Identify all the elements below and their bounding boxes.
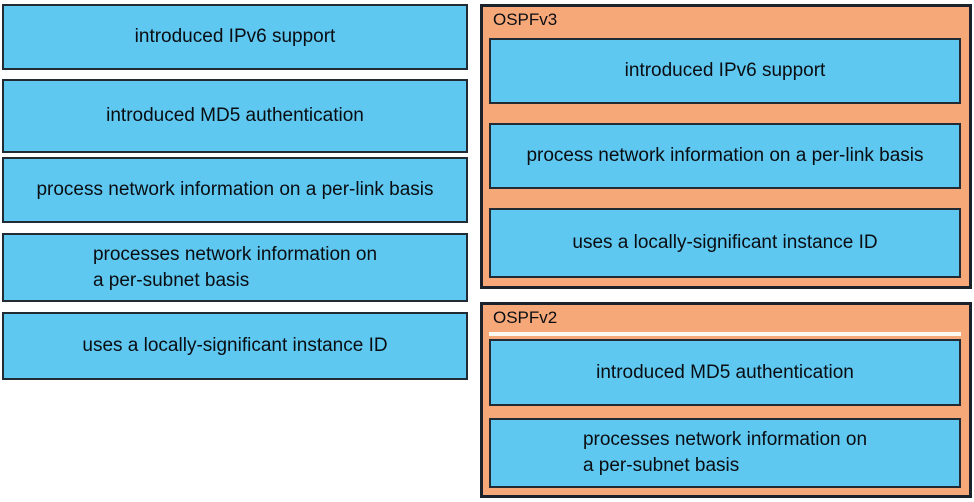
option-tile-per-subnet-basis[interactable]: processes network information on a per-s… — [2, 233, 468, 302]
option-tile-label: processes network information on a per-s… — [92, 243, 378, 291]
category-panel-ospfv3[interactable]: OSPFv3 introduced IPv6 support process n… — [480, 4, 972, 289]
placed-tile-per-subnet-basis[interactable]: processes network information on a per-s… — [489, 418, 961, 488]
option-tile-label: process network information on a per-lin… — [36, 179, 434, 200]
category-title-ospfv3: OSPFv3 — [493, 10, 558, 29]
option-tile-label: introduced IPv6 support — [134, 26, 336, 47]
placed-tile-md5-authentication[interactable]: introduced MD5 authentication — [489, 339, 961, 406]
option-tile-md5-authentication[interactable]: introduced MD5 authentication — [2, 79, 468, 153]
option-tile-ipv6-support[interactable]: introduced IPv6 support — [2, 4, 468, 70]
option-tile-instance-id[interactable]: uses a locally-significant instance ID — [2, 312, 468, 380]
option-tile-label: introduced MD5 authentication — [106, 105, 364, 126]
placed-tile-label: uses a locally-significant instance ID — [572, 232, 878, 253]
placed-tile-label: introduced MD5 authentication — [596, 361, 854, 383]
category-title-ospfv2: OSPFv2 — [493, 308, 558, 327]
placed-tile-label: introduced IPv6 support — [624, 60, 826, 81]
option-tile-per-link-basis[interactable]: process network information on a per-lin… — [2, 157, 468, 223]
drop-highlight-line — [489, 332, 961, 336]
category-panel-ospfv2[interactable]: OSPFv2 introduced MD5 authentication pro… — [480, 302, 972, 498]
placed-tile-label: process network information on a per-lin… — [526, 145, 924, 166]
placed-tile-label: processes network information on a per-s… — [582, 429, 868, 476]
option-tile-label: uses a locally-significant instance ID — [82, 335, 388, 356]
placed-tile-per-link-basis[interactable]: process network information on a per-lin… — [489, 123, 961, 189]
placed-tile-instance-id[interactable]: uses a locally-significant instance ID — [489, 208, 961, 278]
placed-tile-ipv6-support[interactable]: introduced IPv6 support — [489, 38, 961, 104]
